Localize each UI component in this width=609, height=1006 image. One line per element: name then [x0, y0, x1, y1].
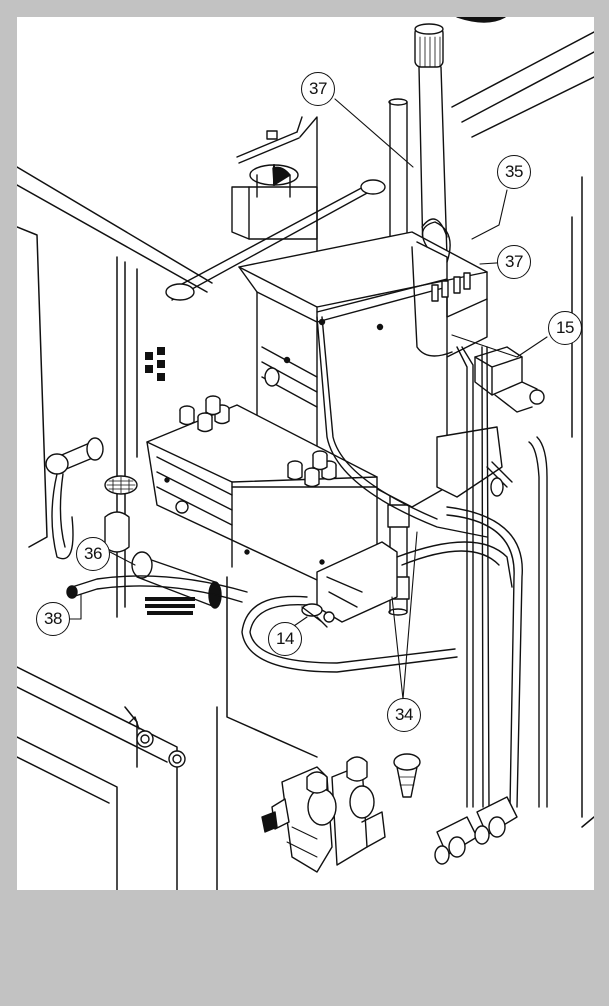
callout-37-right: 37 [497, 245, 531, 279]
vent-slots [145, 597, 195, 615]
bottom-band [0, 890, 609, 1006]
flue-pipe [414, 23, 448, 258]
control-knobs [179, 395, 337, 488]
callout-38: 38 [36, 602, 70, 636]
tubing-loops [241, 246, 548, 808]
fittings [128, 716, 186, 768]
diagram-frame: 37 35 37 15 36 38 14 34 [17, 17, 594, 890]
callout-36: 36 [76, 537, 110, 571]
strap-pipe [66, 575, 248, 603]
bottom-solenoids [434, 796, 518, 865]
vent-squares [145, 347, 165, 381]
callout-15: 15 [548, 311, 582, 345]
callout-14: 14 [268, 622, 302, 656]
rear-block [436, 426, 513, 498]
gas-valve-assembly [261, 756, 386, 873]
upper-burner-block [231, 164, 318, 240]
left-hose [45, 437, 104, 560]
terminal-block [421, 218, 471, 302]
callout-35: 35 [497, 155, 531, 189]
probe [236, 116, 318, 313]
boiler-exploded-diagram [17, 17, 594, 890]
callout-37-top: 37 [301, 72, 335, 106]
top-cap [456, 17, 506, 23]
pressure-switch [393, 753, 421, 798]
callout-34: 34 [387, 698, 421, 732]
base-plate [301, 541, 398, 628]
sight-glass [104, 475, 138, 553]
solenoid-valve [474, 346, 545, 413]
